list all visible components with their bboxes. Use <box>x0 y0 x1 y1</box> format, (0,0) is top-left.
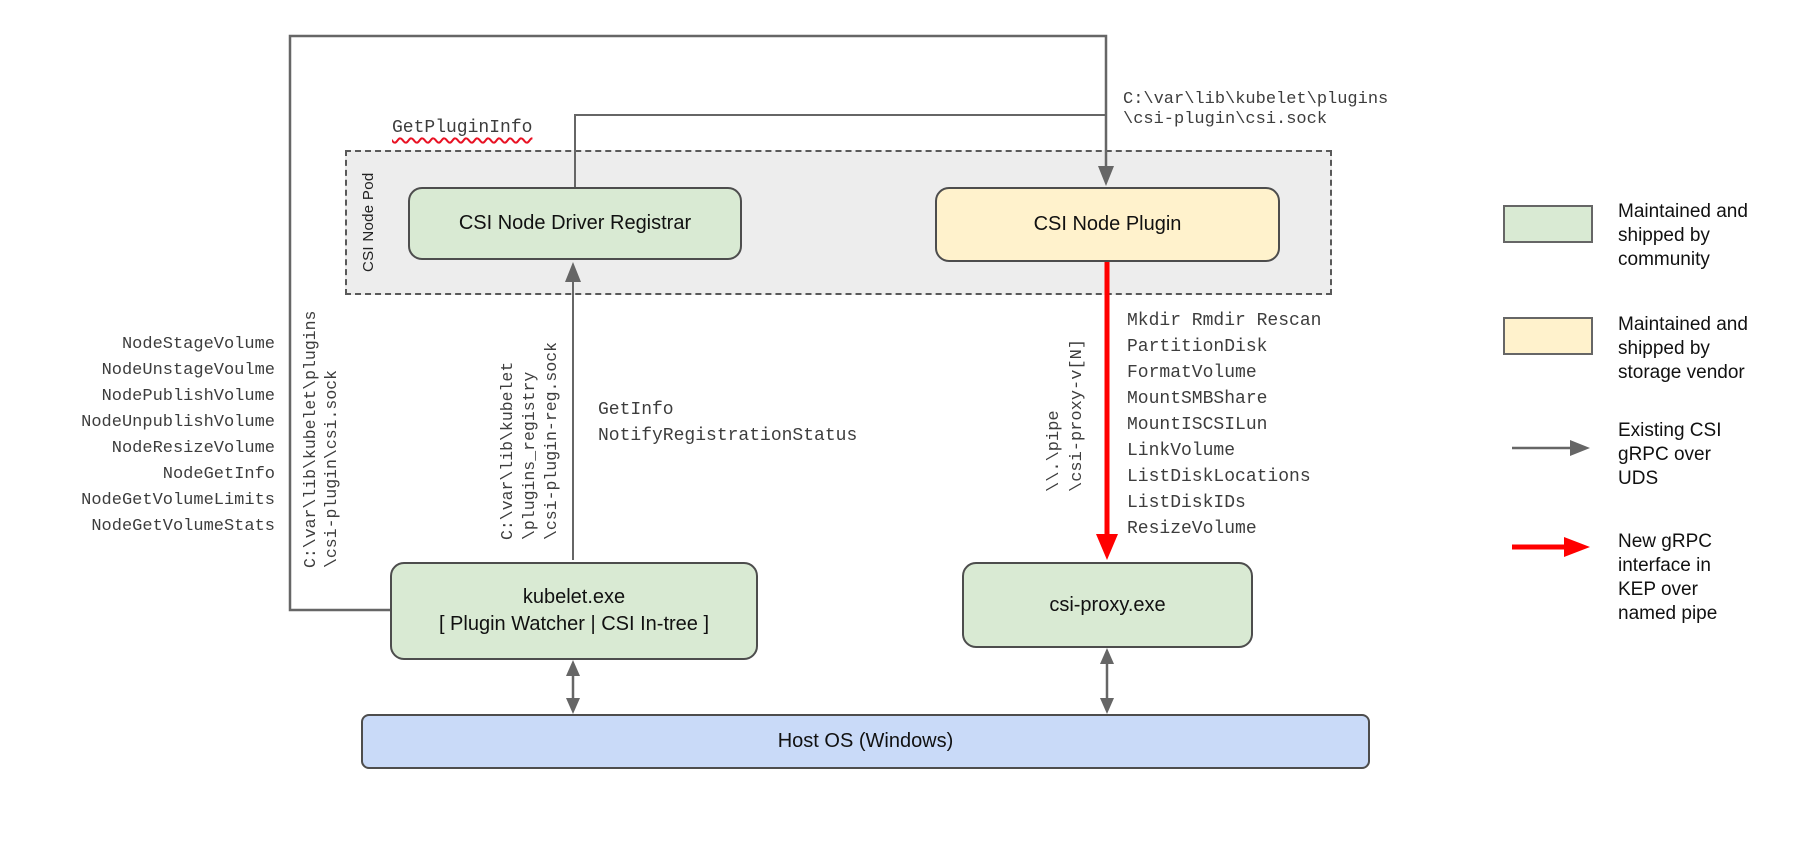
red-arrowhead-into-csiproxy-icon <box>1096 534 1118 560</box>
proxy-method-item: PartitionDisk <box>1127 337 1268 357</box>
legend-line: Maintained and <box>1618 314 1748 335</box>
registration-api-item: GetInfo <box>598 400 674 420</box>
legend-line: UDS <box>1618 468 1659 489</box>
legend-existing-grpc-text: Existing CSI gRPC over UDS <box>1618 419 1721 491</box>
legend-community-swatch <box>1503 205 1593 243</box>
registration-api-list: GetInfo NotifyRegistrationStatus <box>598 397 857 449</box>
legend-red-arrowhead-icon <box>1564 537 1590 557</box>
csi-sock-path-top-line2: \csi-plugin\csi.sock <box>1123 110 1328 129</box>
host-os-box: Host OS (Windows) <box>361 714 1370 769</box>
csi-sock-path-top-line1: C:\var\lib\kubelet\plugins <box>1123 90 1389 109</box>
kubelet-label-line1: kubelet.exe <box>522 586 626 608</box>
kubelet-hostos-down-arrowhead-icon <box>566 698 580 714</box>
legend-line: interface in <box>1618 555 1711 576</box>
legend-new-grpc-text: New gRPC interface in KEP over named pip… <box>1618 530 1717 626</box>
proxy-method-item: FormatVolume <box>1127 363 1257 383</box>
legend-community-text: Maintained and shipped by community <box>1618 200 1748 272</box>
plugin-label: CSI Node Plugin <box>1033 213 1182 235</box>
proxy-method-item: ListDiskIDs <box>1127 493 1246 513</box>
legend-line: gRPC over <box>1618 444 1711 465</box>
legend-gray-arrowhead-icon <box>1570 440 1590 456</box>
kubelet-label-line2: [ Plugin Watcher | CSI In-tree ] <box>438 613 710 635</box>
legend-line: Existing CSI <box>1618 420 1722 441</box>
registration-sock-line1: C:\var\lib\kubelet <box>498 361 517 540</box>
named-pipe-label: \\.\pipe \csi-proxy-v[N] <box>1043 339 1089 492</box>
csi-proxy-label: csi-proxy.exe <box>1049 593 1166 616</box>
registration-sock-path-label: C:\var\lib\kubelet \plugins_registry \cs… <box>497 342 563 540</box>
node-method-item: NodeResizeVolume <box>111 439 275 458</box>
legend-line: shipped by <box>1618 225 1710 246</box>
arrowhead-into-plugin-icon <box>1098 166 1114 186</box>
registrar-label: CSI Node Driver Registrar <box>458 212 692 234</box>
proxy-method-item: MountISCSILun <box>1127 415 1268 435</box>
kubelet-to-plugin-line <box>288 34 1108 612</box>
arrowhead-into-registrar-icon <box>565 262 581 282</box>
registration-api-item: NotifyRegistrationStatus <box>598 426 858 446</box>
registrar-to-plugin-line <box>574 114 1106 187</box>
registration-sock-line2: \plugins_registry <box>520 371 539 540</box>
kubelet-box: kubelet.exe [ Plugin Watcher | CSI In-tr… <box>390 562 758 660</box>
proxy-methods-list: Mkdir Rmdir Rescan PartitionDisk FormatV… <box>1127 308 1321 542</box>
named-pipe-line1: \\.\pipe <box>1045 410 1064 492</box>
legend-line: shipped by <box>1618 338 1710 359</box>
node-method-item: NodeGetVolumeStats <box>91 517 275 536</box>
legend-line: Maintained and <box>1618 201 1748 222</box>
csi-sock-path-left-line1: C:\var\lib\kubelet\plugins <box>301 310 320 568</box>
registration-sock-line3: \csi-plugin-reg.sock <box>542 341 561 540</box>
legend-line: KEP over <box>1618 579 1698 600</box>
node-method-item: NodeGetInfo <box>162 465 275 484</box>
csi-sock-path-top-label: C:\var\lib\kubelet\plugins \csi-plugin\c… <box>1123 90 1388 130</box>
legend-vendor-swatch <box>1503 317 1593 355</box>
csi-node-pod-label: CSI Node Pod <box>360 172 377 273</box>
legend-line: New gRPC <box>1618 531 1712 552</box>
csi-node-plugin-box: CSI Node Plugin <box>935 187 1280 262</box>
csi-node-driver-registrar-box: CSI Node Driver Registrar <box>408 187 742 260</box>
legend-vendor-text: Maintained and shipped by storage vendor <box>1618 313 1748 385</box>
legend-line: storage vendor <box>1618 362 1745 383</box>
csi-sock-path-left-label: C:\var\lib\kubelet\plugins \csi-plugin\c… <box>300 311 342 568</box>
proxy-method-item: MountSMBShare <box>1127 389 1268 409</box>
legend-line: named pipe <box>1618 603 1718 624</box>
csi-proxy-box: csi-proxy.exe <box>962 562 1253 648</box>
node-methods-list: NodeStageVolume NodeUnstageVoulme NodePu… <box>40 332 275 540</box>
csiproxy-hostos-up-arrowhead-icon <box>1100 648 1114 664</box>
kubelet-hostos-up-arrowhead-icon <box>566 660 580 676</box>
get-plugin-info-label: GetPluginInfo <box>392 118 533 138</box>
node-method-item: NodeGetVolumeLimits <box>81 491 275 510</box>
proxy-method-item: LinkVolume <box>1127 441 1236 461</box>
host-os-label: Host OS (Windows) <box>777 730 954 752</box>
node-method-item: NodeUnpublishVolume <box>81 413 275 432</box>
node-method-item: NodePublishVolume <box>101 387 275 406</box>
proxy-method-item: ListDiskLocations <box>1127 467 1311 487</box>
node-method-item: NodeUnstageVoulme <box>101 361 275 380</box>
proxy-method-item: Mkdir Rmdir Rescan <box>1127 311 1322 331</box>
named-pipe-line2: \csi-proxy-v[N] <box>1068 338 1087 492</box>
legend-line: community <box>1618 249 1710 270</box>
csi-sock-path-left-line2: \csi-plugin\csi.sock <box>322 369 341 568</box>
proxy-method-item: ResizeVolume <box>1127 519 1257 539</box>
node-method-item: NodeStageVolume <box>121 335 275 354</box>
csiproxy-hostos-down-arrowhead-icon <box>1100 698 1114 714</box>
